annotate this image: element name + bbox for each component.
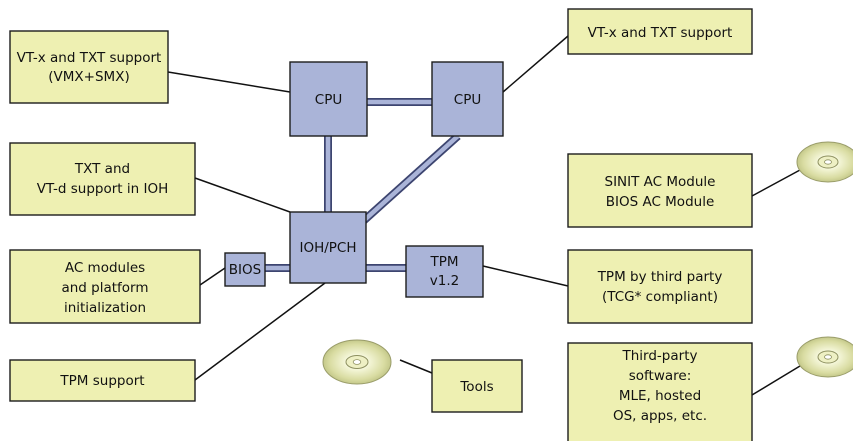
disc-icon [796, 141, 853, 183]
callout-vtx-txt-right: VT-x and TXT support [567, 8, 753, 55]
callout-ac-modules-line-2: and platform [61, 280, 148, 296]
callout-txt-vtd: TXT and VT-d support in IOH [9, 142, 196, 216]
tpm-label-line-2: v1.2 [430, 273, 459, 289]
callout-tools: Tools [431, 359, 523, 413]
callout-third-party-sw-line-4: OS, apps, etc. [613, 408, 707, 424]
connector-ac-modules [199, 267, 226, 286]
callout-vtx-txt-left-line-2: (VMX+SMX) [48, 69, 129, 85]
callout-txt-vtd-line-1: TXT and [74, 161, 130, 177]
connector-sinit [751, 169, 801, 197]
bios-chip: BIOS [224, 252, 266, 287]
connector-txt-vtd [194, 177, 291, 213]
connector-vtx-right [502, 35, 569, 93]
callout-tpm-support-line-1: TPM support [59, 373, 144, 389]
callout-sinit-line-1: SINIT AC Module [605, 174, 716, 190]
callout-tpm-third-party-line-2: (TCG* compliant) [602, 289, 718, 305]
disc-icon [322, 339, 392, 385]
connector-tpm-third-party [482, 265, 569, 287]
connector-vtx-left [167, 71, 291, 93]
ioh-pch-chip: IOH/PCH [289, 211, 367, 284]
bios-label: BIOS [229, 262, 261, 278]
callout-ac-modules-line-3: initialization [64, 300, 146, 316]
callout-vtx-txt-right-line-1: VT-x and TXT support [588, 25, 733, 41]
tpm-label-line-1: TPM [429, 254, 458, 270]
callout-tools-line-1: Tools [459, 379, 493, 395]
connector-lines [167, 35, 801, 396]
callout-ac-modules: AC modules and platform initialization [9, 249, 201, 324]
callout-third-party-sw: Third-party software: MLE, hosted OS, ap… [567, 342, 753, 441]
tpm-chip: TPM v1.2 [405, 245, 484, 298]
cpu-right-label: CPU [454, 92, 481, 108]
callout-sinit: SINIT AC Module BIOS AC Module [567, 153, 753, 228]
callout-ac-modules-line-1: AC modules [65, 260, 145, 276]
callout-vtx-txt-left-line-1: VT-x and TXT support [17, 50, 162, 66]
cpu-left-label: CPU [315, 92, 342, 108]
callout-sinit-line-2: BIOS AC Module [606, 194, 715, 210]
callout-third-party-sw-line-1: Third-party [622, 348, 698, 364]
bus-cpu2-ioh [357, 133, 461, 227]
callout-tpm-third-party: TPM by third party (TCG* compliant) [567, 249, 753, 324]
callout-txt-vtd-line-2: VT-d support in IOH [37, 181, 168, 197]
disc-icon [796, 336, 853, 378]
callout-tpm-support: TPM support [9, 359, 196, 402]
ioh-pch-label: IOH/PCH [299, 240, 356, 256]
callout-third-party-sw-line-3: MLE, hosted [619, 388, 701, 404]
cpu-left-chip: CPU [289, 61, 368, 137]
callout-vtx-txt-left: VT-x and TXT support (VMX+SMX) [9, 30, 169, 104]
system-buses [265, 98, 461, 272]
callout-third-party-sw-line-2: software: [629, 368, 692, 384]
connector-third-party-sw [751, 365, 801, 396]
connector-tools [399, 359, 433, 374]
callout-tpm-third-party-line-1: TPM by third party [597, 269, 723, 285]
connector-tpm-support [194, 282, 326, 381]
cpu-right-chip: CPU [431, 61, 504, 137]
